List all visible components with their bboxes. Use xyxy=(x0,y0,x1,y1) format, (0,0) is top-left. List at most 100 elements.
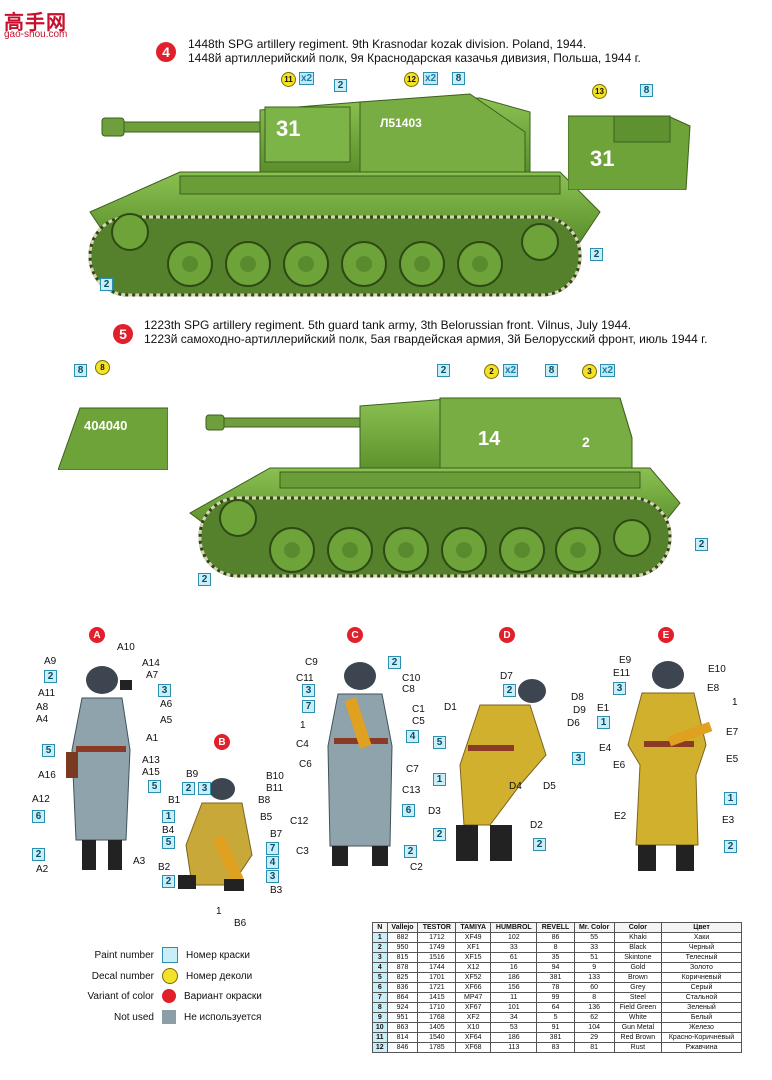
part-label: C8 xyxy=(402,684,415,695)
table-cell: 951 xyxy=(386,1012,419,1023)
part-label: A7 xyxy=(146,670,159,681)
paint-callout: 2 xyxy=(44,670,57,683)
table-cell: 83 xyxy=(536,1042,575,1053)
legend-label-en: Not used xyxy=(113,1011,154,1023)
paint-callout: 2 xyxy=(198,573,211,586)
table-cell: Black xyxy=(613,942,663,953)
hull-text-4: Л51403 xyxy=(380,116,422,130)
part-label: D6 xyxy=(567,718,580,729)
paint-callout: 2 xyxy=(32,848,45,861)
figure-c xyxy=(327,662,393,866)
part-label: B2 xyxy=(158,862,171,873)
table-cell: Khaki xyxy=(613,932,663,943)
side-small-5: 2 xyxy=(582,434,590,450)
part-label: A1 xyxy=(146,733,159,744)
part-label: A8 xyxy=(36,702,49,713)
paint-callout: x2 xyxy=(503,364,519,377)
paint-number-cell: 3 xyxy=(372,952,388,963)
table-cell: 864 xyxy=(386,992,419,1003)
table-cell: 186 xyxy=(490,1032,538,1043)
legend-variant: Variant of color Вариант окраски xyxy=(44,989,262,1003)
figure-a xyxy=(66,666,132,870)
table-cell: 825 xyxy=(386,972,419,983)
table-cell: 11 xyxy=(490,992,538,1003)
table-cell: 924 xyxy=(386,1002,419,1013)
table-cell: 55 xyxy=(573,932,615,943)
paint-number-cell: 8 xyxy=(372,1002,388,1013)
part-label: B6 xyxy=(234,918,247,929)
figure-b-badge: B xyxy=(214,734,230,750)
table-cell: Хаки xyxy=(661,932,742,943)
part-label: D4 xyxy=(509,781,522,792)
part-label: E2 xyxy=(614,811,627,822)
table-cell: 1744 xyxy=(417,962,457,973)
legend-unused: Not used Не используется xyxy=(44,1010,261,1024)
decal-callout: 12 xyxy=(404,72,419,87)
table-cell: 33 xyxy=(490,942,538,953)
part-label: E8 xyxy=(707,683,720,694)
table-cell: 381 xyxy=(536,1032,575,1043)
part-label: A2 xyxy=(36,864,49,875)
paint-callout: 2 xyxy=(533,838,546,851)
table-cell: 78 xyxy=(536,982,575,993)
paint-number-cell: 6 xyxy=(372,982,388,993)
paint-callout: 1 xyxy=(724,792,737,805)
part-label: C10 xyxy=(402,673,421,684)
table-cell: 846 xyxy=(386,1042,419,1053)
paint-number-cell: 10 xyxy=(372,1022,388,1033)
table-cell: Красно-Коричневый xyxy=(661,1032,742,1043)
part-label: B9 xyxy=(186,769,199,780)
table-cell: 94 xyxy=(536,962,575,973)
part-label: D2 xyxy=(530,820,543,831)
paint-callout: 2 xyxy=(162,875,175,888)
part-label: C4 xyxy=(296,739,309,750)
table-cell: 1721 xyxy=(417,982,457,993)
table-cell: 1749 xyxy=(417,942,457,953)
paint-callout: 2 xyxy=(433,828,446,841)
figure-a-badge: A xyxy=(89,627,105,643)
table-cell: Телесный xyxy=(661,952,742,963)
part-label: B7 xyxy=(270,829,283,840)
table-cell: 863 xyxy=(386,1022,419,1033)
paint-callout: 3 xyxy=(613,682,626,695)
paint-callout: 1 xyxy=(597,716,610,729)
paint-callout: 8 xyxy=(74,364,87,377)
table-cell: 64 xyxy=(536,1002,575,1013)
part-label: B8 xyxy=(258,795,271,806)
legend-label-ru: Номер краски xyxy=(186,949,251,961)
part-label: A5 xyxy=(160,715,173,726)
part-label: D3 xyxy=(428,806,441,817)
table-cell: 8 xyxy=(573,992,615,1003)
table-cell: 113 xyxy=(490,1042,538,1053)
part-label: 1 xyxy=(300,720,306,731)
legend-label-en: Paint number xyxy=(94,949,154,961)
part-label: E4 xyxy=(599,743,612,754)
part-label: C7 xyxy=(406,764,419,775)
table-cell: 60 xyxy=(573,982,615,993)
table-cell: 1415 xyxy=(417,992,457,1003)
part-label: A12 xyxy=(32,794,50,805)
table-cell: 5 xyxy=(536,1012,575,1023)
paint-number-cell: 4 xyxy=(372,962,388,973)
part-label: B11 xyxy=(266,783,284,794)
paint-callout: x2 xyxy=(299,72,315,85)
part-label: B3 xyxy=(270,885,283,896)
table-cell: 33 xyxy=(573,942,615,953)
part-label: C5 xyxy=(412,716,425,727)
paint-callout: 5 xyxy=(42,744,55,757)
part-label: C12 xyxy=(290,816,309,827)
figure-d xyxy=(456,679,547,861)
table-cell: White xyxy=(613,1012,663,1023)
part-label: D7 xyxy=(500,671,513,682)
table-cell: Skintone xyxy=(613,952,663,963)
variant-4-title-ru: 1448й артиллерийский полк, 9я Краснодарс… xyxy=(188,51,641,65)
turret-number-4: 31 xyxy=(276,116,301,141)
part-label: A6 xyxy=(160,699,173,710)
table-cell: 186 xyxy=(490,972,538,983)
part-label: E1 xyxy=(597,703,610,714)
paint-number-cell: 11 xyxy=(372,1032,388,1043)
